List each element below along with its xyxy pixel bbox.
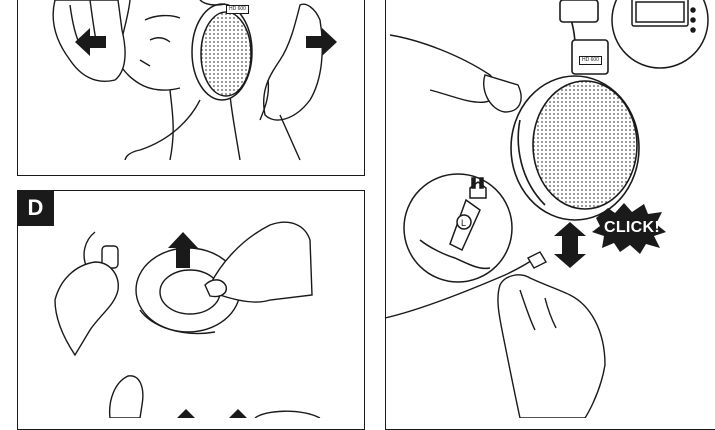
cable-and-hand	[385, 252, 605, 418]
headphone-lower-partial	[110, 376, 320, 418]
step-label-d: D	[17, 190, 54, 226]
left-hand-pad	[55, 262, 118, 355]
inset-detail-top	[612, 0, 708, 68]
hand-holding-headphone	[390, 35, 521, 112]
click-label: CLICK!	[604, 219, 660, 237]
illustration-canvas: L	[0, 0, 715, 418]
model-label-top: HD 600	[226, 5, 249, 14]
ear-cup-top	[192, 0, 252, 100]
right-hand-top	[260, 4, 322, 160]
arrow-double-vertical-icon	[554, 222, 586, 268]
inset-plug-detail	[404, 174, 512, 282]
plug-marker-icon: L	[461, 218, 466, 228]
model-label-right: HD 600	[579, 56, 602, 65]
